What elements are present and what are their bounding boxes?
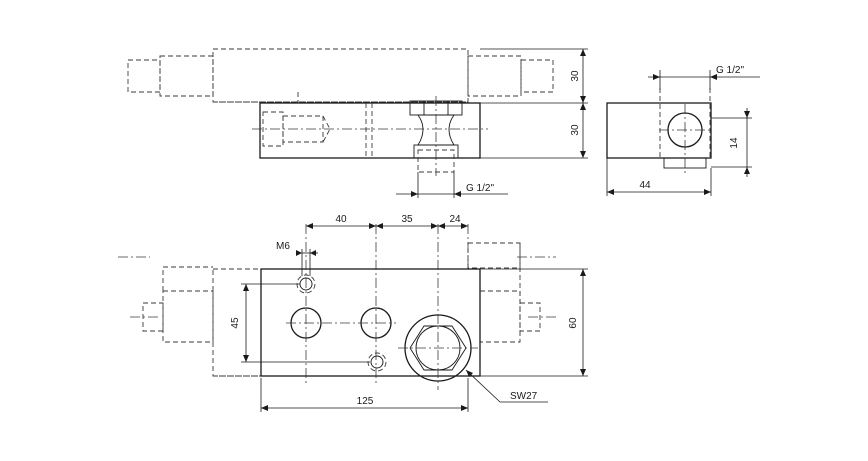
thread-label-side: G 1/2"	[716, 65, 744, 76]
front-view: 30 30 G 1/2"	[127, 48, 588, 198]
dim-pitch-2: 35	[401, 214, 413, 225]
dim-block-length: 125	[357, 396, 374, 407]
dim-top-lower: 30	[570, 124, 581, 136]
plan-view: 40 35 24 M6 45 60 125 SW27	[118, 214, 588, 412]
dim-pitch-1: 40	[335, 214, 347, 225]
dim-hole-spacing: 45	[230, 317, 241, 329]
dim-pitch-3: 24	[449, 214, 461, 225]
dim-hole-size: M6	[276, 241, 290, 252]
hex-fitting	[409, 96, 463, 176]
dim-side-width: 44	[639, 180, 651, 191]
dim-top-upper: 30	[570, 70, 581, 82]
wrench-size-label: SW27	[510, 391, 538, 402]
thread-label-front: G 1/2"	[466, 183, 494, 194]
side-view: G 1/2" 14 44	[606, 65, 760, 196]
dim-block-height: 60	[568, 317, 579, 329]
dim-side-height: 14	[729, 137, 740, 149]
